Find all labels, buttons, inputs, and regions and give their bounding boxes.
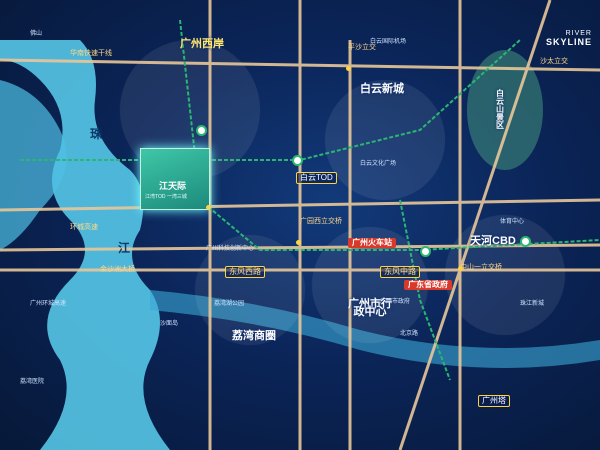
metro-station-xian[interactable] xyxy=(196,125,207,136)
road-pingsha: 平沙立交 xyxy=(348,44,376,51)
district-baiyun-mountain[interactable]: 白云山景区 xyxy=(496,89,504,130)
circle-gov xyxy=(312,227,428,343)
road-guangyuan: 广园西立交桥 xyxy=(300,218,342,225)
label-provincial-gov[interactable]: 广东省政府 xyxy=(404,280,452,290)
label-liwan-lake: 荔湾湖公园 xyxy=(214,301,245,307)
river-pearl xyxy=(0,40,170,450)
label-airport: 白云国际机场 xyxy=(370,39,407,45)
project-subtitle: 江湾TOD 一湾三城 xyxy=(145,194,187,200)
road-huanan: 华南快速干线 xyxy=(70,50,112,57)
label-tower[interactable]: 广州塔 xyxy=(478,395,510,407)
poi-hub[interactable] xyxy=(206,205,211,210)
label-science: 广州科技创新中心 xyxy=(206,246,255,252)
metro-station-tianhe[interactable] xyxy=(520,236,531,247)
label-sports-center: 体育中心 xyxy=(500,219,525,225)
label-baiyun-square: 白云文化广场 xyxy=(360,161,397,167)
brand-line1: RIVER xyxy=(565,30,592,37)
river-east xyxy=(150,290,600,368)
label-ring: 广州环城高速 xyxy=(30,301,67,307)
circle-tianhe xyxy=(445,215,565,335)
metro-station-baiyun[interactable] xyxy=(292,155,303,166)
district-liwan[interactable]: 荔湾商圈 xyxy=(232,330,276,342)
brand-line2: SKYLINE xyxy=(545,37,592,47)
district-gov-center[interactable]: 广州市行政中心 xyxy=(348,298,392,318)
poi-guangyuan[interactable] xyxy=(296,240,301,245)
poi-zhongshan[interactable] xyxy=(458,266,463,271)
project-block[interactable]: 江天际 江湾TOD 一湾三城 xyxy=(140,148,210,210)
label-city-gov: 广州市政府 xyxy=(380,299,411,305)
label-foshan: 佛山 xyxy=(30,31,43,37)
circle-baiyun-new xyxy=(325,80,445,200)
road-east-west: 东风西路 xyxy=(225,266,265,278)
label-jingxi: 荔湾医院 xyxy=(20,379,45,385)
district-baiyun-tod[interactable]: 白云TOD xyxy=(296,172,337,184)
label-river-jiang: 江 xyxy=(118,241,131,255)
label-station[interactable]: 广州火车站 xyxy=(348,238,396,248)
label-river-zhu: 珠 xyxy=(90,127,103,141)
metro-station-station[interactable] xyxy=(420,246,431,257)
circle-liwan xyxy=(195,235,305,345)
label-shamian: 沙面岛 xyxy=(160,321,179,327)
brand-logo: RIVER SKYLINE xyxy=(546,30,592,47)
road-jinsha: 金沙洲大桥 xyxy=(100,266,135,273)
label-zhujiang-newtown: 珠江新城 xyxy=(520,301,545,307)
district-xian[interactable]: 广州西岸 xyxy=(180,38,224,50)
district-baiyun-new[interactable]: 白云新城 xyxy=(360,83,404,95)
river-branch xyxy=(0,80,67,250)
road-zhongshan: 中山一立交桥 xyxy=(460,264,502,271)
road-dongfeng-middle: 东风中路 xyxy=(380,266,420,278)
road-shahe: 沙太立交 xyxy=(540,58,568,65)
poi-pingsha[interactable] xyxy=(346,66,351,71)
road-huancheng: 环城高速 xyxy=(70,224,98,231)
project-name: 江天际 xyxy=(159,181,187,191)
district-tianhe-cbd[interactable]: 天河CBD xyxy=(470,235,516,247)
label-beijing-road: 北京路 xyxy=(400,331,419,337)
